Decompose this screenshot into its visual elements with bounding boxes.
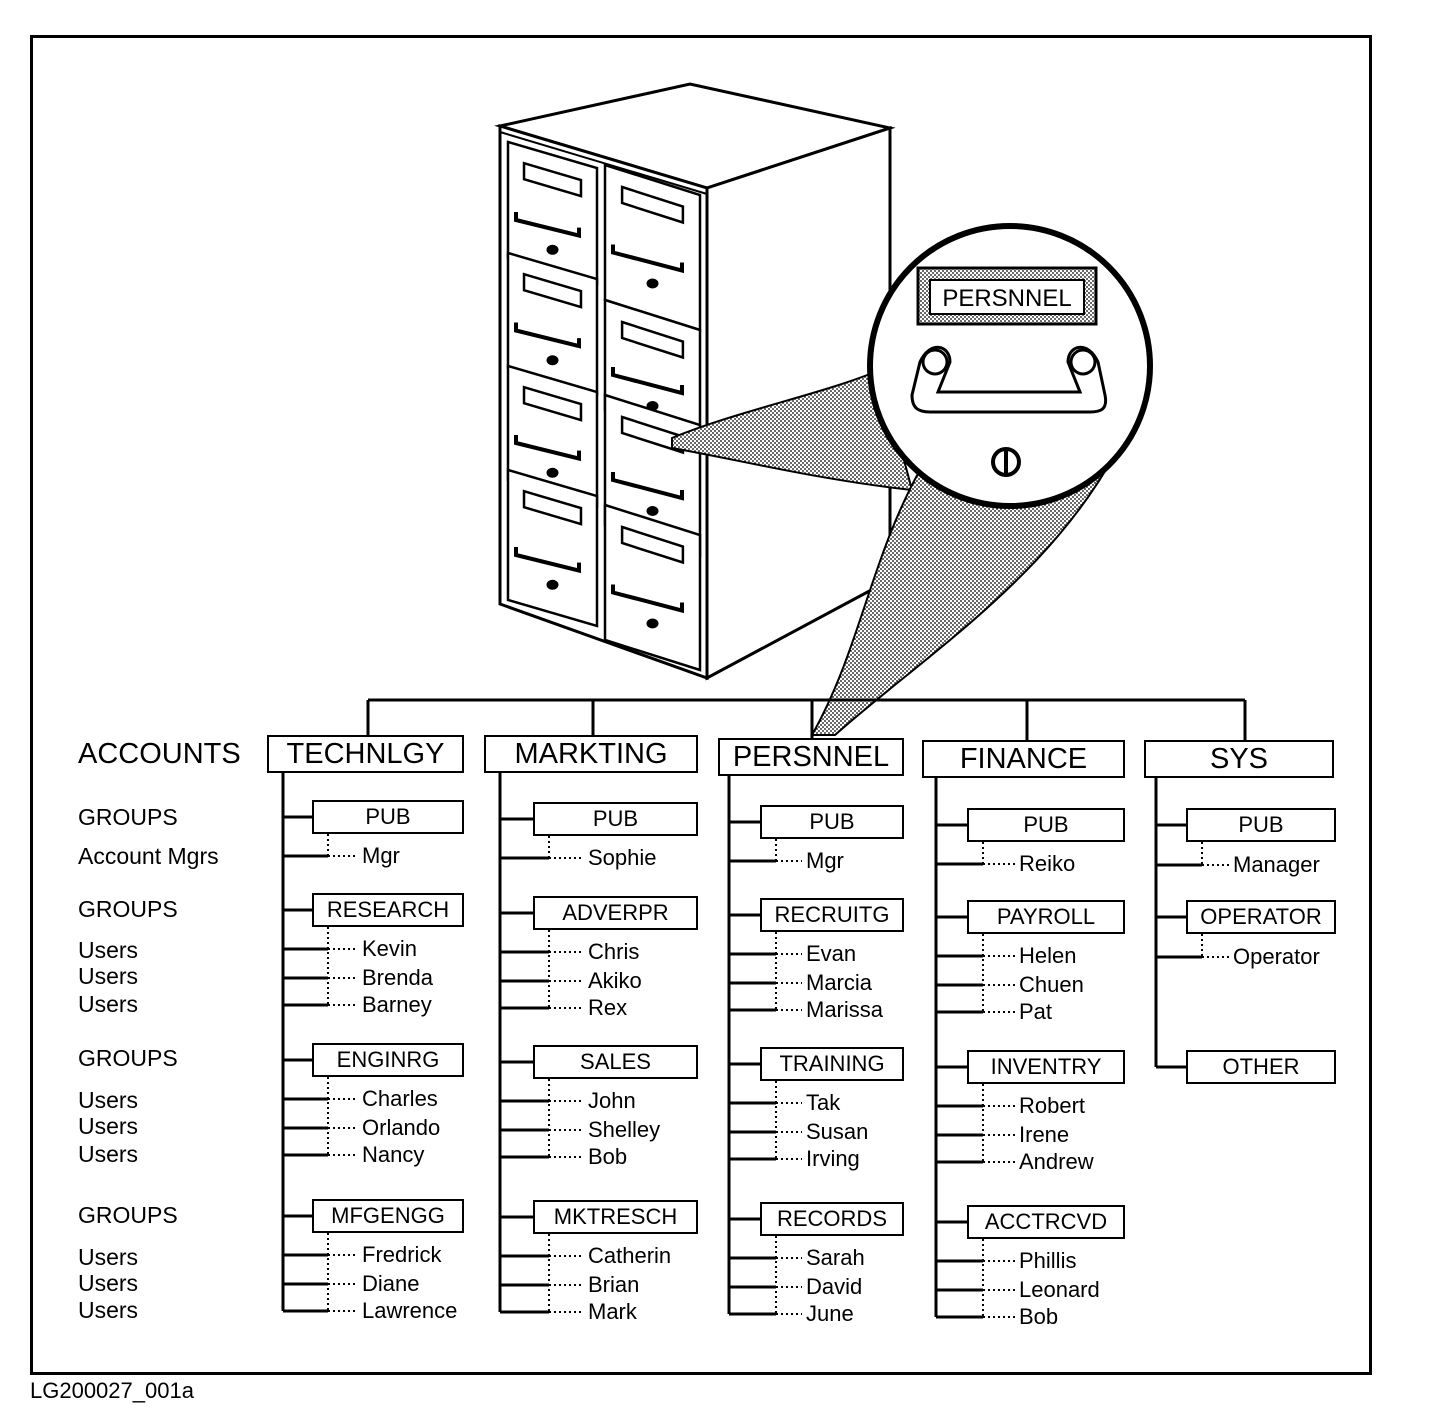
diagram-frame (30, 35, 1372, 1375)
group-box-pub: PUB (760, 805, 904, 839)
user-label: Mark (588, 1299, 637, 1324)
users-label: Users (78, 1141, 139, 1167)
user-label: Nancy (362, 1142, 425, 1167)
user-label: Chris (588, 939, 640, 964)
user-label: Fredrick (362, 1242, 442, 1267)
users-label: Users (78, 1113, 139, 1139)
group-box-enginrg: ENGINRG (312, 1043, 464, 1077)
user-label: Rex (588, 995, 628, 1020)
groups-label: GROUPS (78, 804, 178, 830)
account-mgrs-label: Account Mgrs (78, 843, 219, 869)
user-label: Sarah (806, 1245, 865, 1270)
group-box-acctrcvd: ACCTRCVD (967, 1205, 1125, 1239)
user-label: Susan (806, 1119, 869, 1144)
user-label: June (806, 1301, 854, 1326)
user-label: Charles (362, 1086, 438, 1111)
user-label: John (588, 1088, 636, 1113)
users-label: Users (78, 991, 139, 1017)
group-box-sales: SALES (533, 1045, 698, 1079)
account-box-markting: MARKTING (484, 735, 698, 773)
group-box-records: RECORDS (760, 1202, 904, 1236)
group-box-mfgengg: MFGENGG (312, 1199, 464, 1233)
account-box-persnnel: PERSNNEL (718, 738, 904, 776)
users-label: Users (78, 937, 139, 963)
user-label: Catherin (588, 1243, 672, 1268)
account-box-technlgy: TECHNLGY (267, 735, 464, 773)
user-label: Barney (362, 992, 432, 1017)
groups-label: GROUPS (78, 896, 178, 922)
users-label: Users (78, 963, 139, 989)
user-label: Chuen (1019, 972, 1084, 997)
user-label: Shelley (588, 1117, 661, 1142)
user-label: Brian (588, 1272, 640, 1297)
user-label: Diane (362, 1271, 420, 1296)
group-box-pub: PUB (312, 800, 464, 834)
group-box-payroll: PAYROLL (967, 900, 1125, 934)
group-box-operator: OPERATOR (1186, 900, 1336, 934)
user-label: Bob (1019, 1304, 1059, 1329)
user-label: Tak (806, 1090, 841, 1115)
user-label: Manager (1233, 852, 1320, 877)
user-label: Irving (806, 1146, 860, 1171)
group-box-pub: PUB (533, 802, 698, 836)
magnifier-drawer-label: PERSNNEL (942, 285, 1071, 312)
group-box-research: RESEARCH (312, 893, 464, 927)
group-box-inventry: INVENTRY (967, 1050, 1125, 1084)
user-label: Mgr (362, 843, 400, 868)
groups-label: GROUPS (78, 1045, 178, 1071)
user-label: David (806, 1274, 863, 1299)
users-label: Users (78, 1270, 139, 1296)
user-label: Bob (588, 1144, 628, 1169)
user-label: Pat (1019, 999, 1053, 1024)
users-label: Users (78, 1297, 139, 1323)
user-label: Marissa (806, 997, 884, 1022)
user-label: Andrew (1019, 1149, 1094, 1174)
user-label: Irene (1019, 1122, 1070, 1147)
users-label: Users (78, 1087, 139, 1113)
user-label: Lawrence (362, 1298, 458, 1323)
group-box-training: TRAINING (760, 1047, 904, 1081)
user-label: Robert (1019, 1093, 1086, 1118)
user-label: Operator (1233, 944, 1320, 969)
user-label: Evan (806, 941, 857, 966)
user-label: Brenda (362, 965, 433, 990)
user-label: Marcia (806, 970, 873, 995)
figure-caption: LG200027_001a (30, 1378, 194, 1403)
user-label: Phillis (1019, 1248, 1077, 1273)
user-label: Orlando (362, 1115, 441, 1140)
group-box-recruitg: RECRUITG (760, 898, 904, 932)
group-box-adverpr: ADVERPR (533, 896, 698, 930)
groups-label: GROUPS (78, 1202, 178, 1228)
user-label: Sophie (588, 845, 657, 870)
user-label: Kevin (362, 936, 418, 961)
group-box-mktresch: MKTRESCH (533, 1200, 698, 1234)
user-label: Mgr (806, 848, 844, 873)
accounts-label: ACCOUNTS (78, 738, 241, 770)
user-label: Reiko (1019, 851, 1076, 876)
user-label: Helen (1019, 943, 1077, 968)
group-box-pub: PUB (1186, 808, 1336, 842)
group-box-pub: PUB (967, 808, 1125, 842)
group-box-other: OTHER (1186, 1050, 1336, 1084)
user-label: Akiko (588, 968, 642, 993)
user-label: Leonard (1019, 1277, 1100, 1302)
account-box-finance: FINANCE (922, 740, 1125, 778)
account-box-sys: SYS (1144, 740, 1334, 778)
users-label: Users (78, 1244, 139, 1270)
